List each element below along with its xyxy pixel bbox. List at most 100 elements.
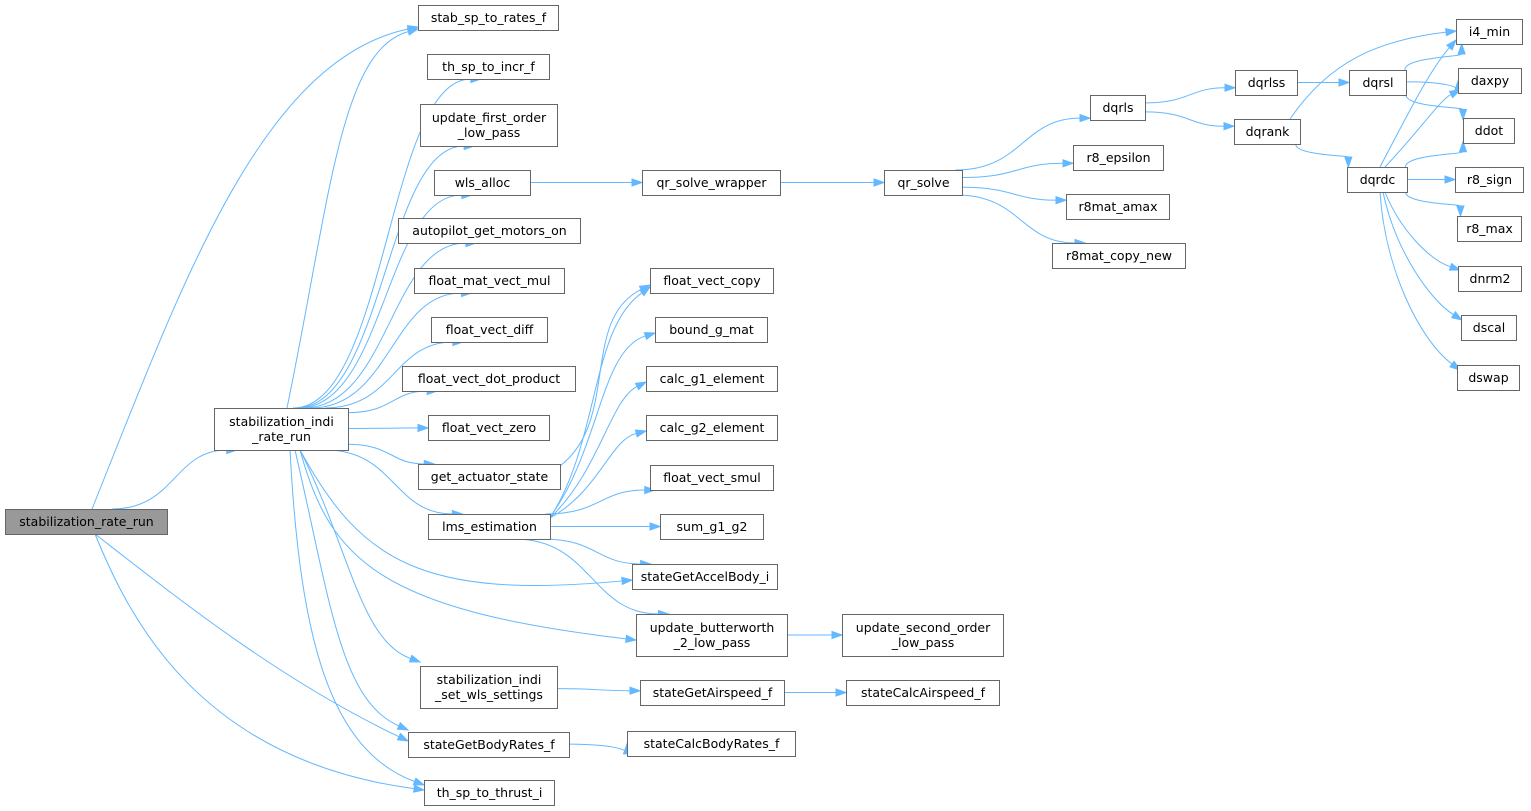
edge-line: [1144, 111, 1225, 127]
node-r8_epsilon[interactable]: r8_epsilon: [1073, 145, 1164, 171]
arrowhead: [644, 485, 657, 495]
node-ddot[interactable]: ddot: [1463, 118, 1515, 144]
node-float_vect_smul[interactable]: float_vect_smul: [650, 465, 774, 491]
node-float_vect_diff[interactable]: float_vect_diff: [431, 317, 548, 343]
node-calc_g2_element[interactable]: calc_g2_element: [646, 415, 778, 441]
node-float_mat_vect_mul[interactable]: float_mat_vect_mul: [414, 268, 565, 294]
edge-dqrdc-to-dnrm2: [1384, 191, 1462, 271]
node-label: _low_pass: [891, 635, 954, 650]
node-stateGetAccelBody_i[interactable]: stateGetAccelBody_i: [632, 564, 778, 590]
node-qr_solve[interactable]: qr_solve: [884, 170, 963, 196]
node-daxpy[interactable]: daxpy: [1458, 68, 1522, 94]
node-label: stateCalcBodyRates_f: [644, 736, 780, 751]
arrowhead: [835, 688, 848, 697]
arrowhead: [1338, 78, 1351, 87]
edge-dqrdc-to-i4_min: [1379, 38, 1457, 168]
node-box: [655, 317, 768, 343]
node-label: stateGetAirspeed_f: [653, 685, 773, 700]
node-float_vect_dot_product[interactable]: float_vect_dot_product: [402, 366, 576, 392]
node-calc_g1_element[interactable]: calc_g1_element: [646, 366, 778, 392]
edge-line: [1404, 53, 1463, 71]
node-stateGetBodyRates_f[interactable]: stateGetBodyRates_f: [408, 732, 570, 758]
arrowhead: [412, 777, 426, 786]
node-stab_sp_to_rates_f[interactable]: stab_sp_to_rates_f: [418, 5, 559, 31]
node-box: [1458, 266, 1522, 292]
edge-line: [961, 162, 1064, 178]
edge-line: [299, 449, 411, 660]
node-i4_min[interactable]: i4_min: [1456, 19, 1523, 45]
node-root[interactable]: stabilization_rate_run: [5, 509, 168, 535]
node-qr_solve_wrapper[interactable]: qr_solve_wrapper: [642, 170, 781, 196]
edge-line: [1379, 47, 1450, 168]
node-box: [1234, 119, 1301, 145]
node-label: stab_sp_to_rates_f: [431, 10, 547, 25]
node-th_sp_to_thrust_i[interactable]: th_sp_to_thrust_i: [424, 780, 555, 806]
arrowhead: [1448, 262, 1462, 271]
edge-line: [347, 443, 425, 465]
node-dqrank[interactable]: dqrank: [1234, 119, 1301, 145]
node-lms_estimation[interactable]: lms_estimation: [428, 514, 551, 540]
node-dnrm2[interactable]: dnrm2: [1458, 266, 1522, 292]
node-box: [5, 509, 168, 535]
arrowhead: [634, 381, 648, 391]
arrowhead: [406, 27, 420, 36]
node-box: [1052, 243, 1186, 269]
node-label: _low_pass: [457, 125, 520, 140]
node-th_sp_to_incr_f[interactable]: th_sp_to_incr_f: [427, 54, 550, 80]
node-label: stateGetBodyRates_f: [423, 737, 555, 752]
node-float_vect_copy[interactable]: float_vect_copy: [650, 268, 774, 294]
node-update_butterworth_2_low_pass[interactable]: update_butterworth_2_low_pass: [636, 614, 788, 657]
arrowhead: [621, 576, 634, 586]
node-label: get_actuator_state: [431, 469, 549, 484]
node-stateCalcBodyRates_f[interactable]: stateCalcBodyRates_f: [627, 731, 796, 757]
node-label: _2_low_pass: [673, 635, 751, 650]
node-sum_g1_g2[interactable]: sum_g1_g2: [660, 514, 764, 540]
node-wls_alloc[interactable]: wls_alloc: [434, 170, 531, 196]
node-label: calc_g1_element: [660, 371, 765, 386]
node-indi_set_wls_settings[interactable]: stabilization_indi_set_wls_settings: [420, 666, 558, 709]
node-bound_g_mat[interactable]: bound_g_mat: [655, 317, 768, 343]
node-layer: stabilization_rate_run stabilization_indi…: [5, 5, 1524, 806]
node-stateCalcAirspeed_f[interactable]: stateCalcAirspeed_f: [846, 680, 1000, 706]
node-label: qr_solve: [897, 175, 949, 190]
node-dswap[interactable]: dswap: [1457, 365, 1520, 391]
node-float_vect_zero[interactable]: float_vect_zero: [428, 415, 550, 441]
node-label: i4_min: [1469, 24, 1510, 39]
node-update_first_order_low_pass[interactable]: update_first_order_low_pass: [420, 104, 558, 147]
edge-dqrdc-to-dswap: [1379, 191, 1462, 371]
node-label: stateGetAccelBody_i: [641, 569, 769, 584]
node-r8_sign[interactable]: r8_sign: [1455, 167, 1524, 193]
arrowhead: [649, 522, 662, 531]
node-label: autopilot_get_motors_on: [412, 223, 566, 238]
node-label: lms_estimation: [442, 519, 537, 534]
arrowhead: [1458, 108, 1468, 121]
arrowhead: [1055, 195, 1068, 205]
node-stateGetAirspeed_f[interactable]: stateGetAirspeed_f: [640, 680, 785, 706]
edge-lms_estimation-to-float_vect_copy: [549, 286, 652, 519]
edge-indi_rate_run-to-stateGetBodyRates_f: [294, 449, 410, 731]
arrowhead: [1445, 38, 1457, 51]
node-box: [418, 5, 559, 31]
node-dqrls[interactable]: dqrls: [1090, 95, 1146, 121]
arrowhead: [1344, 156, 1353, 169]
edge-line: [298, 194, 462, 409]
arrowhead: [634, 429, 648, 438]
arrowhead: [831, 630, 844, 640]
edge-dqrdc-to-r8_max: [1405, 191, 1465, 218]
node-label: update_butterworth: [650, 620, 775, 635]
node-update_second_order_low_pass[interactable]: update_second_order_low_pass: [842, 614, 1004, 657]
node-dqrsl[interactable]: dqrsl: [1349, 70, 1407, 96]
node-dqrlss[interactable]: dqrlss: [1235, 70, 1298, 96]
node-box: [627, 731, 796, 757]
node-autopilot_get_motors_on[interactable]: autopilot_get_motors_on: [398, 218, 581, 244]
node-r8mat_copy_new[interactable]: r8mat_copy_new: [1052, 243, 1186, 269]
node-indi_rate_run[interactable]: stabilization_indi_rate_run: [214, 408, 349, 451]
node-label: dswap: [1468, 370, 1508, 385]
node-label: dqrls: [1103, 100, 1134, 115]
node-dscal[interactable]: dscal: [1461, 315, 1517, 341]
node-dqrdc[interactable]: dqrdc: [1347, 167, 1408, 193]
edge-line: [542, 538, 641, 565]
node-r8_max[interactable]: r8_max: [1457, 216, 1522, 242]
node-r8mat_amax[interactable]: r8mat_amax: [1066, 194, 1170, 220]
node-get_actuator_state[interactable]: get_actuator_state: [418, 464, 561, 490]
